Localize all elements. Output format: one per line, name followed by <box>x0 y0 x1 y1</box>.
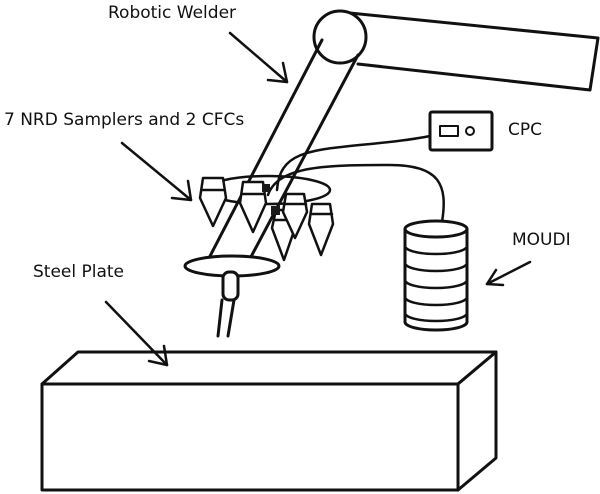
arrow-samplers <box>120 141 193 202</box>
cpc-instrument <box>428 110 494 152</box>
cpc-display <box>439 125 459 137</box>
arrow-steel-plate <box>104 300 169 367</box>
arrow-robotic-welder <box>228 31 289 84</box>
nrd-sampler <box>238 180 268 234</box>
cpc-tube <box>275 134 432 192</box>
nrd-samplers <box>198 176 335 262</box>
nrd-sampler <box>281 192 309 240</box>
label-cpc: CPC <box>508 120 542 140</box>
cfc-sampler <box>262 184 270 192</box>
nrd-sampler <box>307 202 335 257</box>
label-steel-plate: Steel Plate <box>33 262 125 282</box>
robot-upper-arm <box>312 9 600 92</box>
nrd-sampler <box>198 176 228 228</box>
moudi-instrument <box>403 219 469 332</box>
welding-torch <box>216 270 240 338</box>
label-moudi: MOUDI <box>512 230 571 250</box>
label-samplers: 7 NRD Samplers and 2 CFCs <box>4 110 245 130</box>
arrow-moudi <box>485 260 532 287</box>
robot-shoulder-joint <box>312 9 368 65</box>
cfc-sampler <box>271 206 280 215</box>
label-arrows <box>104 31 532 367</box>
steel-plate <box>40 350 498 492</box>
label-robotic-welder: Robotic Welder <box>108 3 237 23</box>
robot-lower-arm <box>206 38 360 272</box>
cpc-knob <box>465 126 475 136</box>
